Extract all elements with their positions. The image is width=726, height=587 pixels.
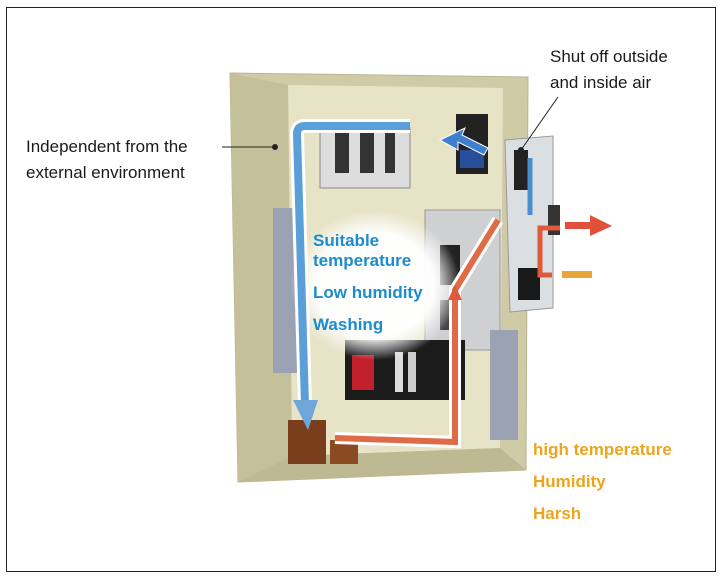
cool-air-return-arrow: [438, 126, 489, 156]
label-independent: Independent from the external environmen…: [26, 134, 188, 186]
inside-condition-2: Low humidity: [313, 283, 423, 302]
inside-condition-1: Suitable: [313, 231, 380, 250]
outside-condition-3: Harsh: [533, 504, 582, 523]
outside-condition-2: Humidity: [533, 472, 606, 491]
inside-condition-3: Washing: [313, 315, 384, 334]
outside-condition-1: high temperature: [533, 440, 672, 459]
label-shutoff: Shut off outside and inside air: [550, 44, 668, 96]
label-shutoff-line2: and inside air: [550, 73, 652, 92]
label-independent-line1: Independent from the: [26, 137, 188, 156]
inside-condition-1b: temperature: [313, 251, 412, 270]
label-shutoff-line1: Shut off outside: [550, 47, 668, 66]
diagram-frame: [6, 7, 716, 572]
label-independent-line2: external environment: [26, 163, 185, 182]
callout-line-shutoff: [520, 96, 559, 151]
clean-air-glow: [290, 210, 460, 360]
exhaust-arrow: [565, 215, 612, 236]
cabinet-left-wall: [230, 73, 292, 482]
intake-arrow: [562, 271, 592, 278]
